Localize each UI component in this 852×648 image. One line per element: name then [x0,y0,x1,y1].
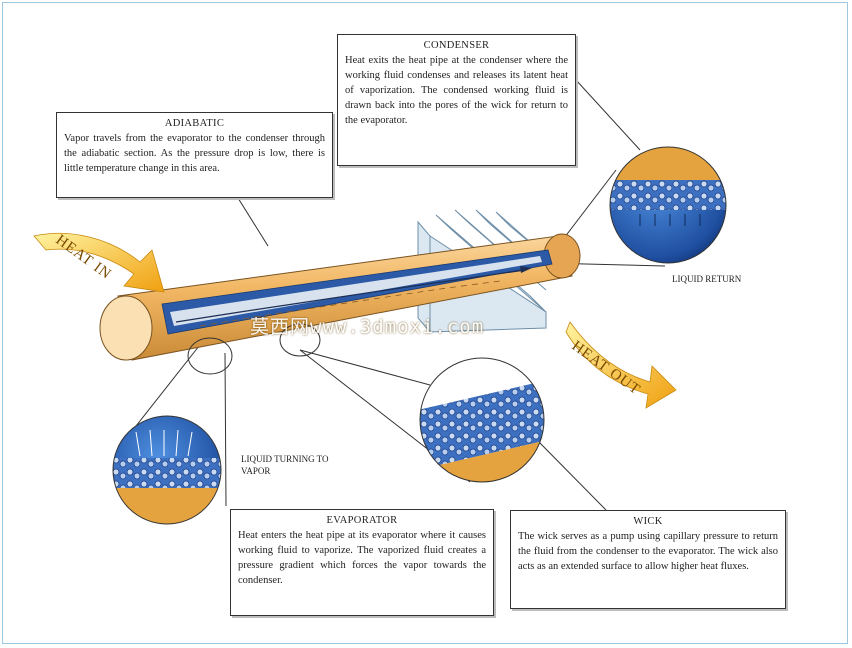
wick-zoom-sphere [420,358,544,482]
watermark: 莫西网www.3dmoxi.com [250,316,485,338]
leader-lines [124,79,666,511]
heat-in-arrow [33,232,165,293]
liquid-return-label: LIQUID RETURN [672,274,742,284]
heat-pipe [99,233,581,375]
adiabatic-title: ADIABATIC [164,118,225,129]
condenser-text: Heat exits the heat pipe at the condense… [345,55,568,126]
condenser-title: CONDENSER [423,40,490,51]
adiabatic-text: Vapor travels from the evaporator to the… [64,133,325,174]
wick-title: WICK [633,516,663,527]
evaporator-zoom-sphere [113,416,221,524]
heat-out-arrow [565,321,677,409]
adiabatic-callout: ADIABATIC Vapor travels from the evapora… [56,112,333,198]
wick-callout: WICK The wick serves as a pump using cap… [510,510,786,609]
evaporator-text: Heat enters the heat pipe at its evapora… [238,530,486,586]
evaporator-callout: EVAPORATOR Heat enters the heat pipe at … [230,509,494,616]
evaporator-title: EVAPORATOR [326,515,398,526]
liquid-turning-label: LIQUID TURNING TO VAPOR [241,454,329,476]
wick-text: The wick serves as a pump using capillar… [518,531,778,572]
condenser-callout: CONDENSER Heat exits the heat pipe at th… [337,34,576,166]
